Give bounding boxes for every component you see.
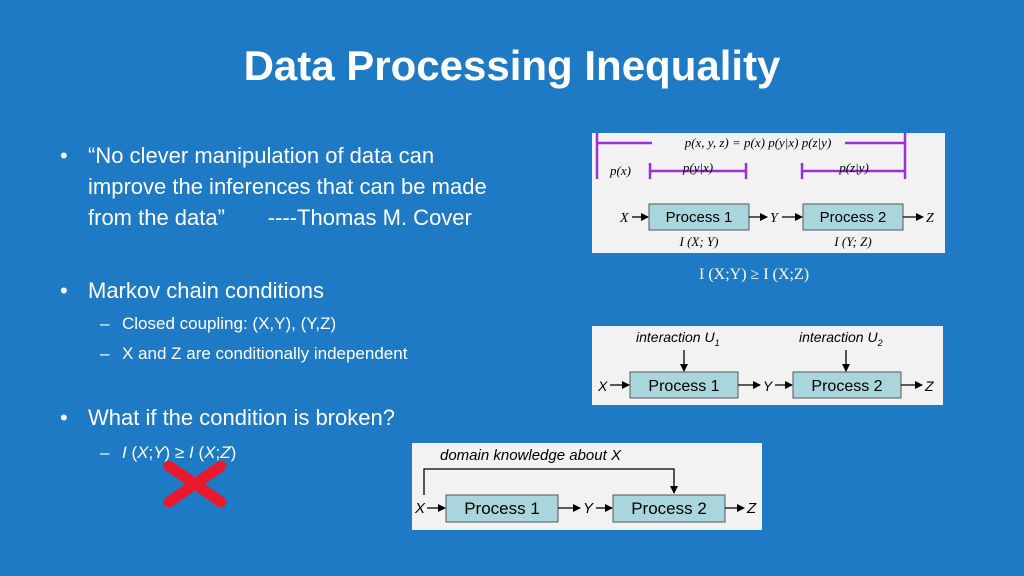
y-node: Y bbox=[770, 211, 780, 226]
sub-bullet-inequality: – I (X;Y) ≥ I (X;Z) bbox=[100, 442, 236, 464]
coupling-text: Closed coupling: (X,Y), (Y,Z) bbox=[122, 314, 337, 333]
process-1-box bbox=[629, 371, 739, 399]
independent-text: X and Z are conditionally independent bbox=[122, 344, 408, 363]
joint-distribution-label: p(x, y, z) = p(x) p(y|x) p(z|y) bbox=[684, 135, 832, 150]
y-node: Y bbox=[763, 378, 774, 394]
pzy-label: p(z|y) bbox=[838, 160, 869, 175]
inequality-text: I (X;Y) ≥ I (X;Z) bbox=[122, 443, 236, 462]
x-node: X bbox=[597, 378, 608, 394]
inequality-caption: I (X;Y) ≥ I (X;Z) bbox=[699, 266, 810, 283]
sub-bullet-coupling: – Closed coupling: (X,Y), (Y,Z) bbox=[100, 313, 337, 335]
bullet-dot: • bbox=[60, 143, 68, 168]
red-x-cross-icon bbox=[163, 460, 227, 508]
dash: – bbox=[100, 443, 110, 462]
x-node: X bbox=[414, 500, 426, 517]
slide-title: Data Processing Inequality bbox=[243, 42, 781, 89]
probability-brackets bbox=[595, 133, 907, 179]
x-node: X bbox=[619, 211, 629, 226]
mi-yz-label: I (Y; Z) bbox=[833, 234, 871, 249]
bullet-dot: • bbox=[60, 405, 68, 430]
process-2-box bbox=[792, 371, 902, 399]
ineq-x1: X bbox=[137, 443, 149, 462]
domain-knowledge-arrow bbox=[423, 468, 678, 495]
ineq-i2: I bbox=[188, 443, 194, 462]
y-node: Y bbox=[583, 500, 594, 517]
ineq-semi1: ; bbox=[148, 443, 154, 462]
interaction-figure: interaction U1 interaction U2 X Process … bbox=[592, 326, 943, 405]
ineq-z: Z bbox=[220, 443, 231, 462]
quote-line-2: improve the inferences that can be made bbox=[88, 174, 487, 199]
interaction-u1-label: interaction U1 bbox=[636, 329, 720, 348]
process-2-label: Process 2 bbox=[631, 499, 707, 518]
ineq-geq: ) ≥ bbox=[164, 443, 189, 462]
quote-line-1: “No clever manipulation of data can bbox=[88, 143, 435, 168]
process-1-label: Process 1 bbox=[464, 499, 540, 518]
process-1-box bbox=[445, 494, 559, 523]
bullet-quote: • “No clever manipulation of data can im… bbox=[60, 140, 487, 233]
z-node: Z bbox=[746, 500, 757, 517]
broken-text: What if the condition is broken? bbox=[88, 405, 395, 430]
markov-text: Markov chain conditions bbox=[88, 278, 325, 303]
ineq-y: Y bbox=[153, 443, 165, 462]
process-2-box bbox=[802, 203, 904, 231]
quote-line-3: from the data” ----Thomas M. Cover bbox=[88, 205, 472, 230]
z-node: Z bbox=[924, 378, 934, 394]
ineq-p1: ( bbox=[126, 443, 138, 462]
ineq-semi2: ; bbox=[215, 443, 221, 462]
process-2-label: Process 2 bbox=[820, 209, 887, 226]
pyx-label: p(y|x) bbox=[682, 160, 713, 175]
dash: – bbox=[100, 314, 110, 333]
dash: – bbox=[100, 344, 110, 363]
interaction-u2-label: interaction U2 bbox=[799, 329, 883, 348]
bullet-broken: • What if the condition is broken? bbox=[60, 402, 395, 433]
sub-bullet-independent: – X and Z are conditionally independent bbox=[100, 343, 408, 365]
process-1-label: Process 1 bbox=[666, 209, 733, 226]
process-2-box bbox=[612, 494, 726, 523]
ineq-p2: ( bbox=[193, 443, 205, 462]
mi-xy-label: I (X; Y) bbox=[679, 234, 719, 249]
px-label: p(x) bbox=[609, 163, 631, 178]
process-2-label: Process 2 bbox=[811, 378, 882, 395]
z-node: Z bbox=[926, 211, 934, 226]
process-1-label: Process 1 bbox=[648, 378, 719, 395]
ineq-p3: ) bbox=[230, 443, 237, 462]
markov-chain-figure: p(x, y, z) = p(x) p(y|x) p(z|y) p(x) p(y… bbox=[592, 133, 945, 253]
domain-knowledge-label: domain knowledge about X bbox=[440, 447, 622, 464]
domain-knowledge-figure: domain knowledge about X X Process 1 Y P… bbox=[412, 443, 762, 530]
bullet-dot: • bbox=[60, 278, 68, 303]
ineq-x2: X bbox=[204, 443, 216, 462]
bullet-markov: • Markov chain conditions bbox=[60, 275, 325, 306]
process-1-box bbox=[648, 203, 750, 231]
ineq-i1: I bbox=[122, 443, 127, 462]
